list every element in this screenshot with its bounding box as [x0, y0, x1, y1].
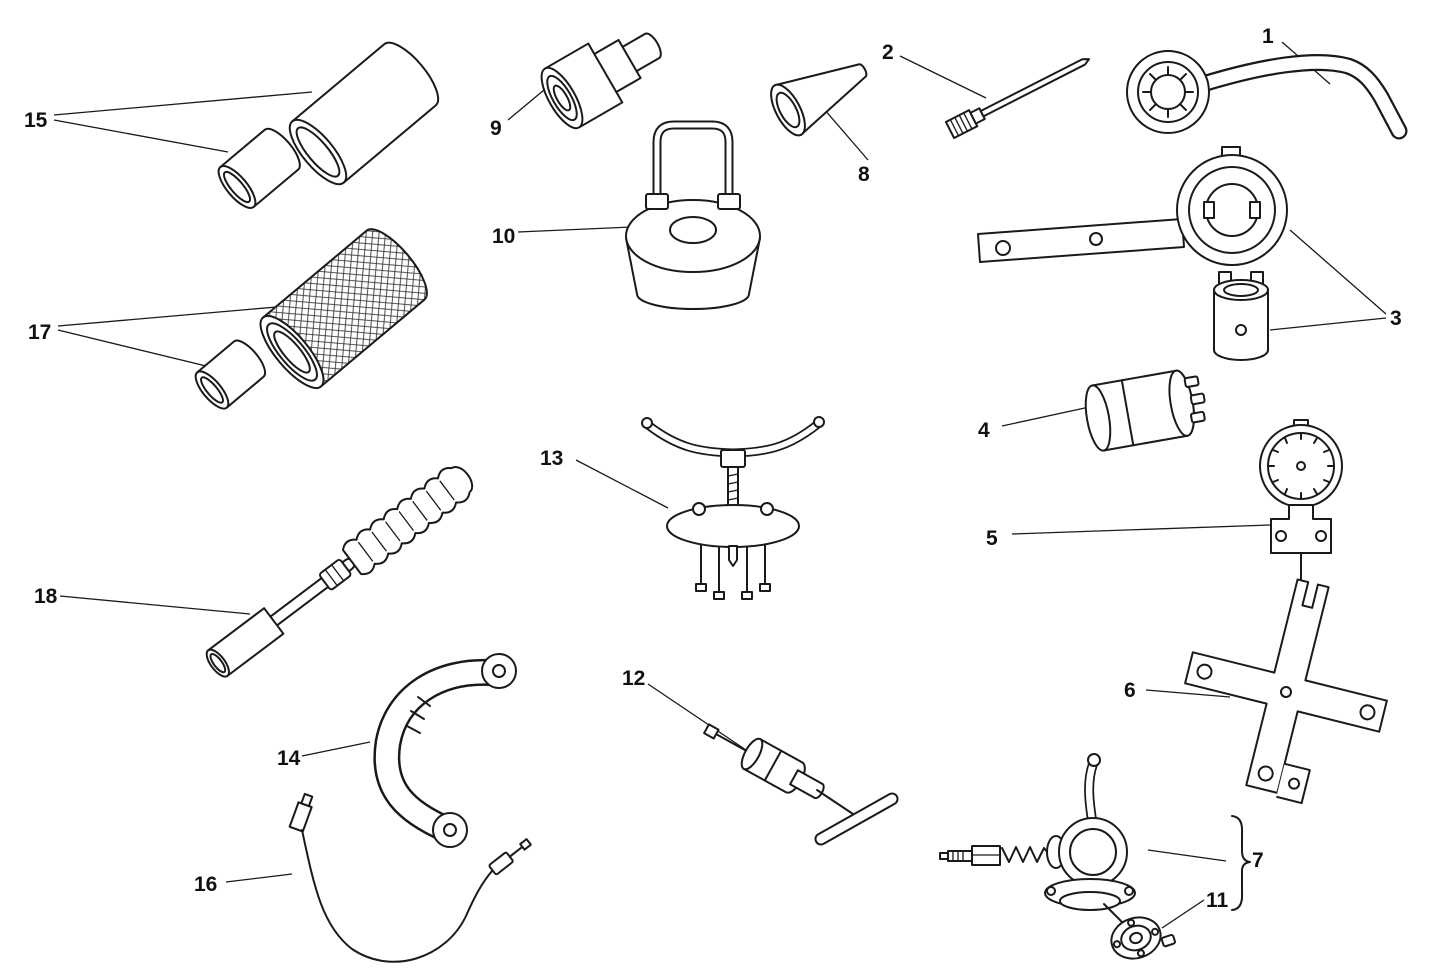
tool-11-drawing [1110, 916, 1176, 960]
tool-18-drawing [205, 466, 474, 678]
callout-label-2: 2 [882, 41, 894, 64]
tool-10-drawing [625, 120, 761, 310]
callout-label-17: 17 [28, 321, 52, 344]
callout-label-16: 16 [194, 873, 218, 896]
brace-item-7 [1231, 815, 1251, 911]
tool-12-drawing [703, 723, 899, 846]
callout-label-12: 12 [622, 667, 646, 690]
tool-8-drawing [770, 63, 868, 137]
tool-6-drawing [1184, 578, 1388, 805]
tool-14-drawing [373, 653, 517, 848]
callout-label-14: 14 [277, 747, 301, 770]
tool-17-drawing [194, 228, 428, 410]
callout-label-15: 15 [24, 109, 48, 132]
callout-label-1: 1 [1262, 25, 1274, 48]
callout-label-6: 6 [1124, 679, 1136, 702]
callout-label-7: 7 [1252, 849, 1264, 872]
tool-2-drawing [944, 58, 1090, 140]
tool-13-drawing [641, 416, 825, 600]
tool-5-drawing [1259, 419, 1343, 630]
callout-label-8: 8 [858, 163, 870, 186]
tool-16-drawing [288, 792, 532, 963]
leader-lines [53, 41, 1387, 929]
tool-9-drawing [540, 32, 662, 130]
callout-label-3: 3 [1390, 307, 1402, 330]
callout-label-9: 9 [490, 117, 502, 140]
callout-label-13: 13 [540, 447, 564, 470]
callout-label-18: 18 [34, 585, 58, 608]
tool-1-drawing [1126, 50, 1408, 140]
tool-3-drawing [977, 146, 1288, 361]
callout-label-4: 4 [978, 419, 990, 442]
callout-label-10: 10 [492, 225, 516, 248]
tool-7-drawing [939, 753, 1136, 925]
tool-15-drawing [217, 41, 440, 209]
callout-label-11: 11 [1206, 889, 1229, 912]
tool-4-drawing [1084, 369, 1206, 452]
callout-label-5: 5 [986, 527, 998, 550]
